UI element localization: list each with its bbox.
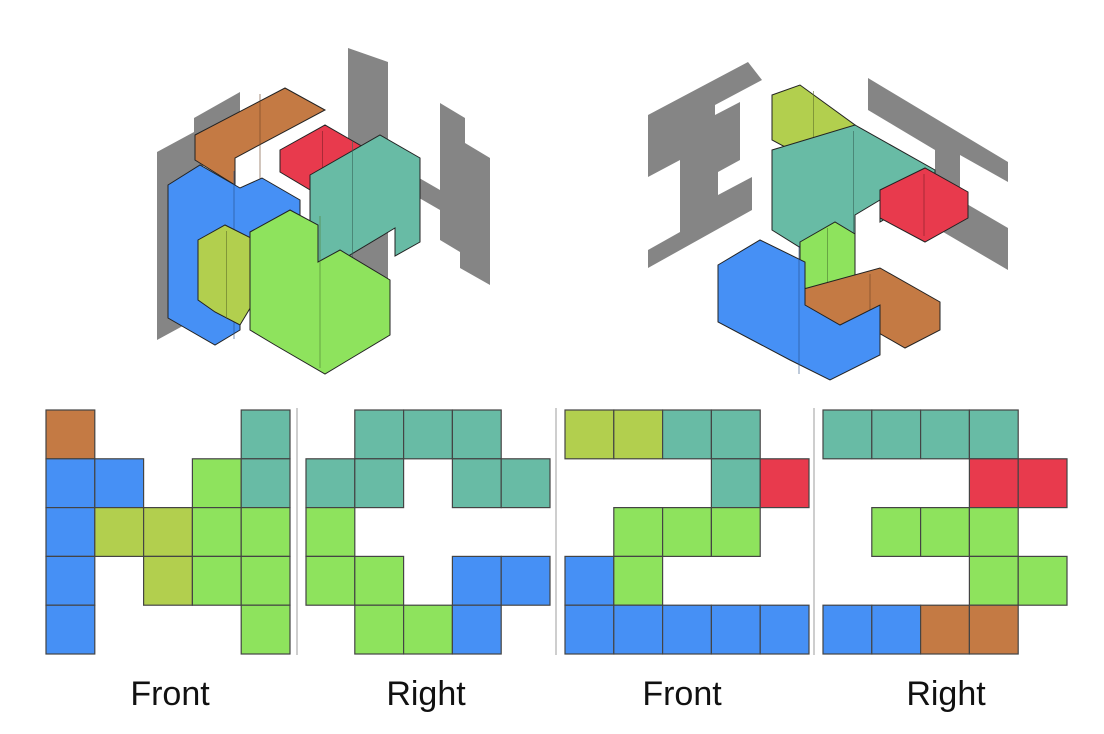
grid-cell-blue: [564, 555, 615, 606]
grid-cell-blue: [45, 458, 96, 509]
puzzle-1: [157, 48, 490, 375]
projection-views: [45, 409, 1068, 655]
grid-cell-teal: [240, 409, 291, 460]
view-separators: [296, 408, 815, 655]
grid-cell-blue: [94, 458, 145, 509]
grid-cell-teal: [500, 458, 551, 509]
right-view-2: [822, 409, 1068, 655]
grid-cell-green: [403, 604, 454, 655]
grid-cell-green: [919, 507, 970, 558]
grid-cell-teal: [403, 409, 454, 460]
grid-cell-teal: [354, 458, 405, 509]
right-view-1: [305, 409, 551, 655]
grid-cell-teal: [871, 409, 922, 460]
grid-cell-green: [661, 507, 712, 558]
grid-cell-teal: [919, 409, 970, 460]
grid-cell-teal: [240, 458, 291, 509]
grid-cell-red: [759, 458, 810, 509]
grid-cell-orange: [45, 409, 96, 460]
grid-cell-green: [968, 555, 1019, 606]
grid-cell-green: [613, 555, 664, 606]
grid-cell-green: [1017, 555, 1068, 606]
grid-cell-blue: [661, 604, 712, 655]
grid-cell-blue: [564, 604, 615, 655]
grid-cell-blue: [759, 604, 810, 655]
grid-cell-green: [240, 604, 291, 655]
grid-cell-blue: [613, 604, 664, 655]
grid-cell-green: [191, 458, 242, 509]
grid-cell-blue: [822, 604, 873, 655]
puzzle-2: [648, 62, 1008, 381]
grid-cell-teal: [710, 409, 761, 460]
grid-cell-teal: [822, 409, 873, 460]
label-right-2: Right: [906, 675, 986, 713]
grid-cell-green: [871, 507, 922, 558]
grid-cell-red: [968, 458, 1019, 509]
grid-cell-teal: [661, 409, 712, 460]
label-front-2: Front: [642, 675, 722, 713]
grid-cell-olive: [94, 507, 145, 558]
grid-cell-blue: [45, 507, 96, 558]
grid-cell-green: [191, 555, 242, 606]
grid-cell-green: [305, 507, 356, 558]
grid-cell-blue: [45, 555, 96, 606]
grid-cell-blue: [710, 604, 761, 655]
grid-cell-teal: [710, 458, 761, 509]
grid-cell-olive: [143, 555, 194, 606]
shadow-projection: [648, 62, 762, 268]
isometric-puzzle-illustrations: [157, 48, 1008, 381]
grid-cell-teal: [451, 409, 502, 460]
shadow-projection: [868, 78, 1008, 270]
grid-cell-blue: [500, 555, 551, 606]
grid-cell-green: [354, 604, 405, 655]
grid-cell-green: [191, 507, 242, 558]
grid-cell-green: [240, 555, 291, 606]
grid-cell-teal: [354, 409, 405, 460]
grid-cell-orange: [968, 604, 1019, 655]
grid-cell-blue: [451, 555, 502, 606]
label-front-1: Front: [130, 675, 210, 713]
grid-cell-olive: [143, 507, 194, 558]
grid-cell-teal: [451, 458, 502, 509]
grid-cell-green: [354, 555, 405, 606]
grid-cell-green: [613, 507, 664, 558]
grid-cell-olive: [564, 409, 615, 460]
grid-cell-blue: [451, 604, 502, 655]
grid-cell-green: [240, 507, 291, 558]
front-view-2: [564, 409, 810, 655]
grid-cell-red: [1017, 458, 1068, 509]
grid-cell-olive: [613, 409, 664, 460]
shadow-projection: [460, 140, 490, 285]
grid-cell-teal: [968, 409, 1019, 460]
grid-cell-green: [710, 507, 761, 558]
front-view-1: [45, 409, 291, 655]
grid-cell-blue: [871, 604, 922, 655]
grid-cell-green: [305, 555, 356, 606]
grid-cell-green: [968, 507, 1019, 558]
grid-cell-orange: [919, 604, 970, 655]
label-right-1: Right: [386, 675, 466, 713]
grid-cell-teal: [305, 458, 356, 509]
grid-cell-blue: [45, 604, 96, 655]
